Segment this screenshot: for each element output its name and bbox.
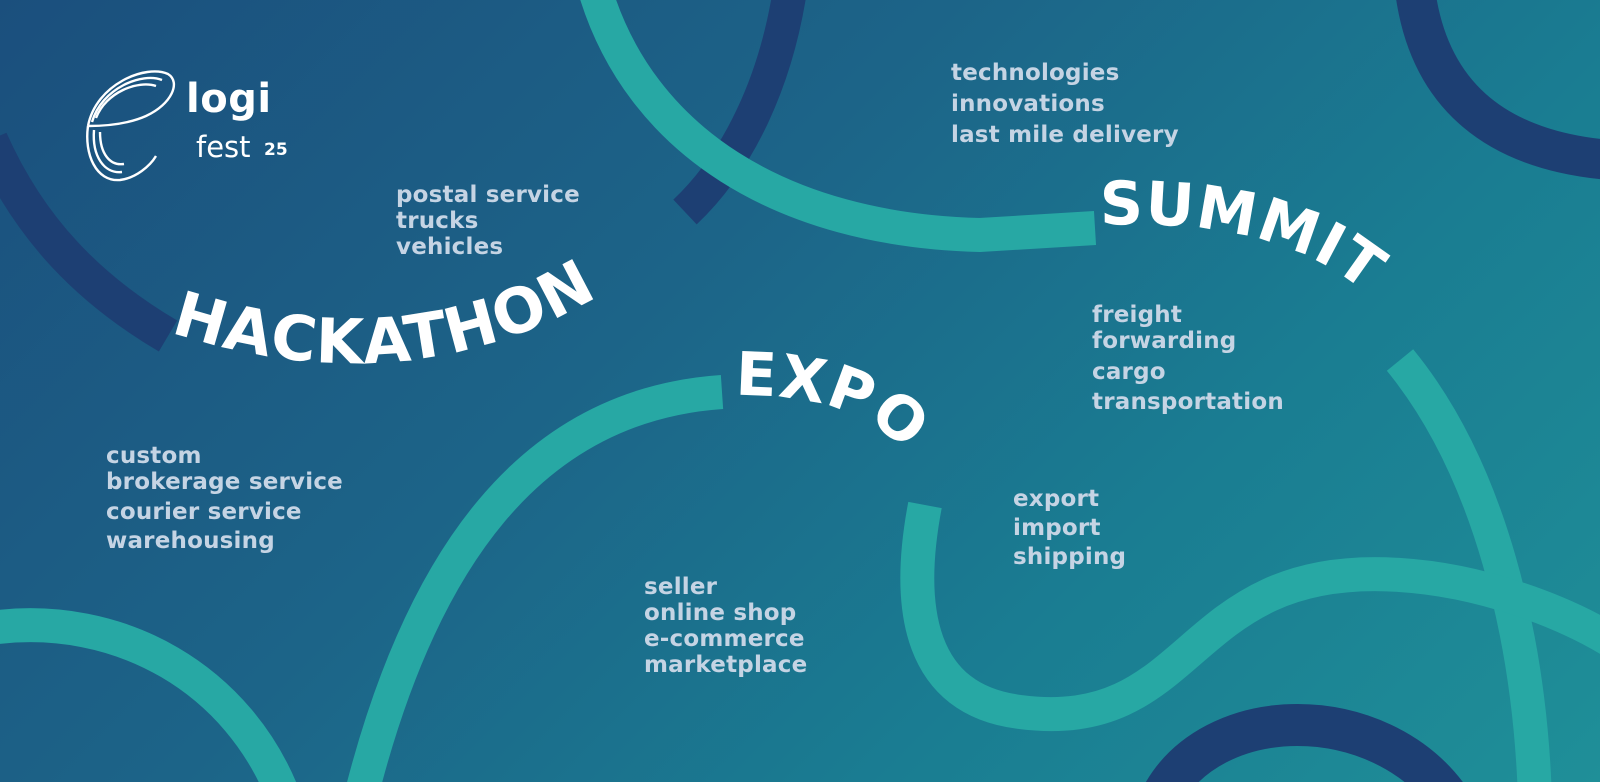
keyword: innovations	[951, 91, 1105, 117]
keyword: online shop	[644, 600, 797, 626]
navy-band-left	[0, 132, 178, 352]
summit-right-keywords: freight forwarding cargo transportation	[1092, 302, 1284, 415]
navy-band-top-right	[1396, 0, 1600, 180]
summit-title-text: SUMMIT	[1099, 169, 1397, 304]
keyword: vehicles	[396, 234, 504, 260]
hackathon-title-text: HACKATHON	[166, 245, 605, 379]
keyword: shipping	[1013, 544, 1127, 570]
expo-title-text: EXPO	[734, 340, 941, 463]
keyword: transportation	[1092, 389, 1284, 415]
summit-title: SUMMIT	[1099, 169, 1398, 304]
e-swoosh-logo-icon	[86, 70, 176, 182]
keyword: freight	[1092, 302, 1183, 328]
teal-band-bottom-left	[0, 608, 296, 782]
summit-top-keywords: technologies innovations last mile deliv…	[951, 58, 1179, 151]
keyword: technologies	[951, 60, 1120, 86]
keyword: cargo	[1092, 359, 1166, 385]
left-keywords: custom brokerage service courier service…	[106, 443, 343, 554]
navy-band-top	[673, 0, 806, 225]
logi-fest-logo: logi fest 25	[76, 64, 306, 194]
hackathon-title: HACKATHON	[166, 245, 606, 379]
logo-fest-text: fest	[196, 130, 251, 164]
keyword: custom	[106, 443, 202, 469]
expo-right-keywords: export import shipping	[1013, 485, 1126, 572]
expo-bottom-keywords: seller online shop e-commerce marketplac…	[644, 574, 807, 678]
keyword: postal service	[396, 182, 580, 208]
teal-band-expo-left	[347, 375, 724, 782]
keyword: import	[1013, 515, 1101, 541]
teal-band-right	[1386, 349, 1552, 782]
navy-band-bottom	[1146, 704, 1463, 782]
keyword: courier service	[106, 499, 302, 525]
teal-band-expo-right	[900, 501, 1600, 731]
hackathon-top-keywords: postal service trucks vehicles	[396, 182, 580, 260]
logo-year-text: 25	[264, 140, 288, 160]
keyword: marketplace	[644, 652, 808, 678]
keyword: seller	[644, 574, 718, 600]
keyword: forwarding	[1092, 328, 1237, 354]
keyword: brokerage service	[106, 469, 343, 495]
keyword: export	[1013, 486, 1100, 512]
keyword: trucks	[396, 208, 479, 234]
keyword: e-commerce	[644, 626, 805, 652]
teal-band-top	[580, 0, 1097, 253]
keyword: warehousing	[106, 528, 275, 554]
expo-title: EXPO	[734, 340, 942, 463]
logo-logi-text: logi	[186, 76, 272, 122]
keyword: last mile delivery	[951, 122, 1179, 148]
